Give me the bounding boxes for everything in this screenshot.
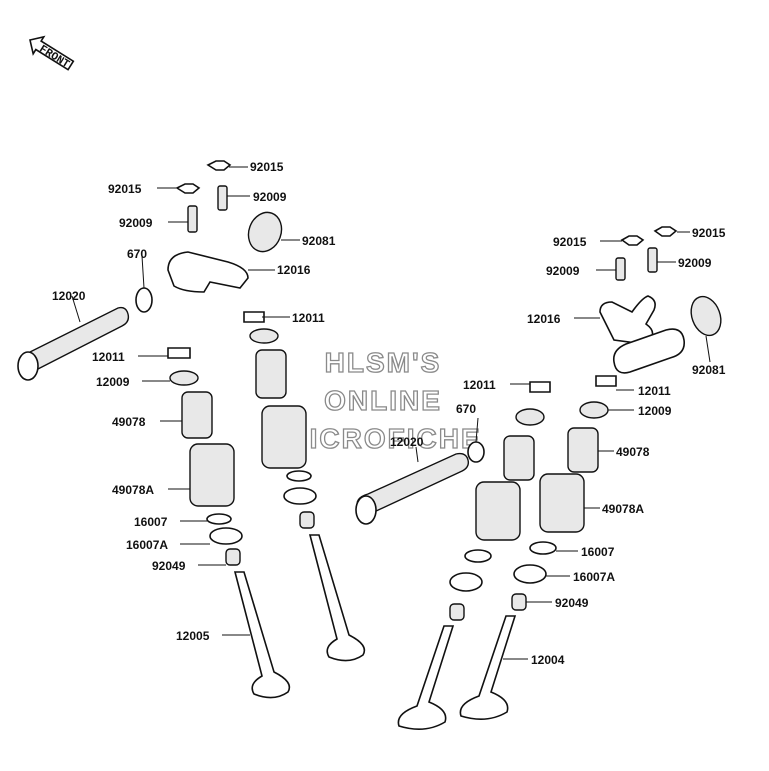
label-92081: 92081: [692, 363, 726, 377]
label-12011: 12011: [292, 311, 325, 325]
label-16007: 16007: [134, 515, 168, 529]
label-92015: 92015: [108, 182, 142, 196]
spring-seat-16007A-right: [513, 564, 547, 584]
label-12004: 12004: [531, 653, 565, 667]
label-12011: 12011: [638, 384, 671, 398]
rocker-arm-12016-right: [599, 295, 656, 345]
stem-seal-92049-left-b: [299, 511, 315, 529]
label-92015: 92015: [553, 235, 587, 249]
retainer-12009-right: [579, 401, 609, 419]
label-92049: 92049: [555, 596, 589, 610]
o-ring-670-left: [135, 287, 153, 313]
valve-spring-49078A-right-b: [475, 481, 521, 541]
label-92049: 92049: [152, 559, 186, 573]
adjuster-screw-92009-left-a: [217, 185, 228, 211]
label-49078: 49078: [616, 445, 650, 459]
svg-text:ONLINE: ONLINE: [324, 385, 442, 416]
rocker-cylinder-right: [612, 328, 686, 374]
label-92009: 92009: [678, 256, 712, 270]
adjuster-screw-92009-right-a: [615, 257, 626, 281]
valve-spring-49078-right: [567, 427, 599, 473]
label-12011: 12011: [92, 350, 125, 364]
svg-text:HLSM'S: HLSM'S: [325, 347, 442, 378]
intake-valve-12004-right: [459, 615, 517, 720]
valve-spring-49078A-right: [539, 473, 585, 533]
retainer-12009-left-b: [249, 328, 279, 344]
label-670: 670: [456, 402, 476, 416]
rocker-arm-12016-left: [167, 251, 249, 293]
label-16007: 16007: [581, 545, 615, 559]
label-12011: 12011: [463, 378, 496, 392]
o-ring-670-right: [467, 441, 485, 463]
label-92009: 92009: [253, 190, 287, 204]
spring-seat-16007A-left: [209, 527, 243, 545]
part-labels: 92015 92015 92009 92009 92081 670 12016 …: [52, 160, 726, 667]
label-12009: 12009: [96, 375, 130, 389]
spring-seat-16007-left-b: [286, 470, 312, 482]
exhaust-valve-12005-left-b: [308, 534, 366, 662]
spring-seat-16007-right-b: [464, 549, 492, 563]
label-12020: 12020: [390, 435, 424, 449]
label-670: 670: [127, 247, 147, 261]
label-49078: 49078: [112, 415, 146, 429]
watermark: HLSM'S ONLINE MICROFICHE: [284, 346, 481, 454]
label-49078A: 49078A: [112, 483, 154, 497]
label-12005: 12005: [176, 629, 210, 643]
label-12020: 12020: [52, 289, 86, 303]
stem-seal-92049-left: [225, 548, 241, 566]
stem-seal-92049-right: [511, 593, 527, 611]
label-92081: 92081: [302, 234, 336, 248]
valve-spring-49078-left-b: [255, 349, 287, 399]
nut-92015-left: [175, 183, 201, 194]
nut-92015-upper-left: [206, 160, 232, 171]
leader-lines: [71, 166, 711, 660]
retainer-12009-left: [169, 370, 199, 386]
front-label: FRONT: [37, 43, 72, 71]
nut-92015-right-a: [620, 235, 645, 246]
label-16007A: 16007A: [126, 538, 168, 552]
cotter-12011-right-b: [595, 375, 617, 387]
cotter-12011-left-a: [167, 347, 191, 359]
label-92015: 92015: [250, 160, 284, 174]
label-92015: 92015: [692, 226, 726, 240]
valve-spring-49078A-left: [189, 443, 235, 507]
rocker-spring-92081-right: [690, 295, 722, 337]
retainer-12009-right-b: [515, 408, 545, 426]
svg-text:MICROFICHE: MICROFICHE: [284, 423, 481, 454]
valve-spring-49078-left: [181, 391, 213, 439]
label-16007A: 16007A: [573, 570, 615, 584]
intake-valve-12004-right-b: [397, 625, 455, 730]
spring-seat-16007-left: [206, 513, 232, 525]
label-12009: 12009: [638, 404, 672, 418]
nut-92015-right-b: [653, 226, 678, 237]
adjuster-screw-92009-right-b: [647, 247, 658, 273]
front-arrow-icon: FRONT: [29, 35, 75, 71]
label-92009: 92009: [546, 264, 580, 278]
label-92009: 92009: [119, 216, 153, 230]
rocker-spring-92081-left: [247, 211, 283, 253]
adjuster-screw-92009-left-b: [187, 205, 198, 233]
exhaust-valve-12005-left: [233, 571, 291, 699]
spring-seat-16007A-left-b: [283, 487, 317, 505]
label-12016: 12016: [277, 263, 311, 277]
cotter-12011-right-a: [529, 381, 551, 393]
valve-spring-49078A-left-b: [261, 405, 307, 469]
spring-seat-16007A-right-b: [449, 572, 483, 592]
cotter-12011-left-b: [243, 311, 265, 323]
valve-spring-49078-right-b: [503, 435, 535, 481]
label-12016: 12016: [527, 312, 561, 326]
label-49078A: 49078A: [602, 502, 644, 516]
stem-seal-92049-right-b: [449, 603, 465, 621]
spring-seat-16007-right: [529, 541, 557, 555]
